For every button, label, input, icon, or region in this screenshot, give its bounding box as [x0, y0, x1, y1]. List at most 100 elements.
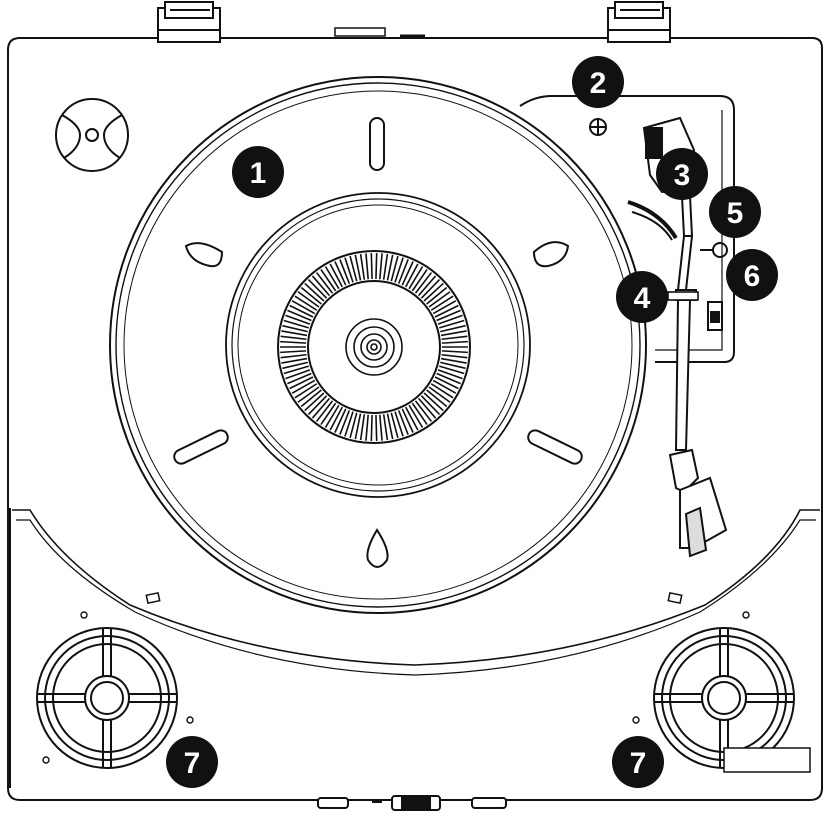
strobe-tick	[280, 340, 307, 344]
strobe-tick	[382, 253, 389, 280]
strobe-tick	[334, 408, 347, 433]
strobe-tick	[440, 330, 467, 337]
callout-7-right: 7	[612, 736, 664, 788]
callout-3: 3	[656, 148, 708, 200]
strobe-tick	[420, 395, 441, 415]
strobe-tick	[423, 282, 444, 302]
strobe-tick	[289, 304, 314, 318]
tonearm-base-housing	[519, 95, 735, 363]
strobe-tick	[405, 263, 419, 288]
strobe-tick	[397, 259, 409, 284]
strobe-tick	[437, 369, 463, 380]
strobe-tick	[344, 257, 354, 283]
strobe-tick	[300, 389, 322, 408]
strobe-tick	[428, 291, 451, 308]
strobe-tick	[324, 404, 340, 428]
strobe-tick	[324, 266, 340, 290]
strobe-tick	[436, 309, 461, 322]
hinge-left	[157, 1, 221, 43]
callout-1-label: 1	[250, 157, 267, 190]
strobe-tick	[344, 411, 354, 437]
strobe-tick	[405, 406, 419, 431]
callout-2: 2	[572, 56, 624, 108]
strobe-tick	[440, 361, 466, 370]
callout-3-label: 3	[674, 159, 691, 192]
strobe-tick	[379, 253, 383, 280]
strobe-tick	[426, 286, 448, 305]
strobe-tick	[440, 324, 466, 333]
callout-6-label: 6	[744, 260, 761, 293]
strobe-tick	[280, 335, 307, 341]
strobe-tick	[287, 309, 312, 322]
strobe-tick	[411, 268, 428, 292]
strobe-tick	[349, 412, 358, 439]
screw-icon	[589, 118, 607, 136]
strobe-tick	[441, 340, 468, 344]
strobe-tick	[408, 266, 424, 290]
strobe-tick	[417, 275, 437, 297]
strobe-tick	[417, 397, 437, 419]
strobe-tick	[414, 272, 433, 294]
strobe-tick	[315, 272, 334, 294]
strobe-tick	[339, 410, 351, 435]
strobe-tick	[285, 314, 311, 325]
spindle	[345, 318, 403, 376]
label-plate	[723, 747, 811, 773]
strobe-tick	[297, 291, 320, 308]
strobe-tick	[365, 414, 369, 441]
strobe-tick	[307, 279, 328, 299]
strobe-tick	[294, 295, 318, 311]
strobe-tick	[430, 295, 454, 311]
strobe-tick	[311, 397, 331, 419]
strobe-tick	[339, 259, 351, 284]
callout-5-label: 5	[727, 197, 744, 230]
strobe-tick	[434, 376, 459, 390]
strobe-tick	[282, 361, 308, 370]
strobe-tick	[354, 413, 362, 440]
speaker-right	[653, 627, 795, 769]
strobe-tick	[297, 386, 320, 403]
strobe-tick	[432, 300, 457, 315]
strobe-tick	[281, 357, 308, 364]
platter-slots	[173, 117, 583, 568]
callout-7-right-label: 7	[630, 747, 647, 780]
strobe-tick	[390, 412, 399, 439]
strobe-tick	[283, 365, 309, 375]
screw-holes	[42, 611, 796, 764]
strobe-tick	[291, 379, 316, 394]
strobe-tick	[334, 261, 347, 286]
strobe-tick	[280, 350, 307, 354]
strobe-tick	[359, 414, 366, 441]
callout-7-left: 7	[166, 736, 218, 788]
strobe-tick	[430, 383, 454, 399]
strobe-tick	[439, 365, 465, 375]
strobe-tick	[397, 410, 409, 435]
adapter-holder-icon	[55, 98, 129, 172]
strobe-tick	[426, 389, 448, 408]
callout-6: 6	[726, 249, 778, 301]
strobe-tick	[394, 411, 404, 437]
strobe-tick	[280, 353, 307, 359]
strobe-tick	[354, 254, 362, 281]
strobe-tick	[390, 255, 399, 282]
hinge-markers	[145, 591, 683, 605]
strobe-tick	[307, 395, 328, 415]
strobe-tick	[304, 282, 325, 302]
tonearm	[627, 116, 728, 558]
strobe-tick	[441, 353, 468, 359]
strobe-tick	[365, 253, 369, 280]
strobe-tick	[436, 372, 461, 385]
strobe-tick	[320, 402, 337, 426]
strobe-tick	[315, 400, 334, 422]
strobe-tick	[285, 369, 311, 380]
platter	[109, 76, 647, 614]
strobe-tick	[441, 335, 468, 341]
strobe-tick	[382, 414, 389, 441]
strobe-tick	[434, 304, 459, 318]
strobe-tick	[311, 275, 331, 297]
strobe-tick	[394, 257, 404, 283]
callout-2-label: 2	[590, 67, 607, 100]
strobe-tick	[420, 279, 441, 299]
strobe-tick	[282, 324, 308, 333]
